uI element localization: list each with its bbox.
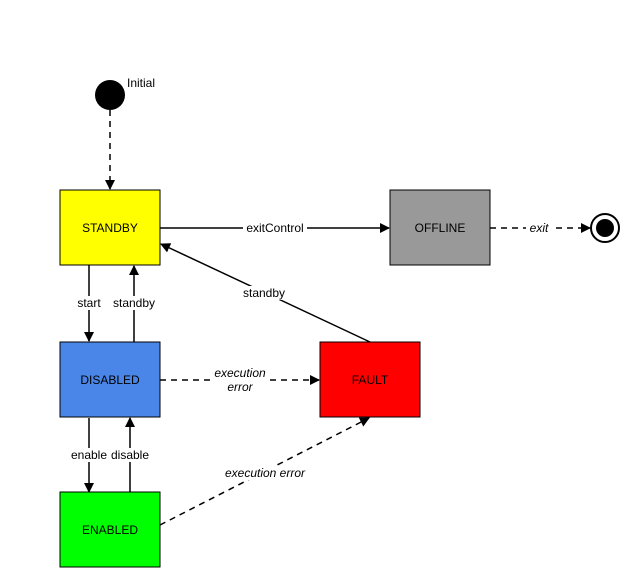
edge-disabled-to-standby: standby [112, 265, 158, 342]
offline-state-label: OFFLINE [415, 221, 466, 235]
edge-enabled-to-fault: execution error [159, 417, 370, 526]
standby-state-label: STANDBY [82, 221, 138, 235]
fault-state-label: FAULT [352, 373, 389, 387]
initial-label: Initial [127, 76, 155, 90]
execution-error-label-line1: execution [214, 366, 266, 380]
standby-from-fault-label: standby [243, 286, 285, 300]
state-fault: FAULT [319, 341, 421, 418]
enabled-state-label: ENABLED [82, 523, 138, 537]
enable-label: enable [71, 448, 107, 462]
standby-from-disabled-label: standby [113, 296, 155, 310]
state-disabled: DISABLED [59, 341, 161, 418]
disabled-state-label: DISABLED [80, 373, 140, 387]
edge-exit: exit [490, 221, 591, 235]
edge-disable: disable [110, 417, 152, 492]
initial-state: Initial [95, 76, 155, 110]
exitcontrol-label: exitControl [246, 221, 303, 235]
edge-disabled-to-fault: execution error [160, 366, 320, 394]
state-offline: OFFLINE [389, 189, 491, 266]
exit-label: exit [530, 221, 549, 235]
state-standby: STANDBY [59, 189, 161, 266]
disable-label: disable [111, 448, 149, 462]
edge-enable: enable [68, 418, 110, 493]
execution-error-label-line2: error [227, 380, 253, 394]
state-enabled: ENABLED [59, 491, 161, 568]
edge-start: start [74, 265, 104, 342]
start-label: start [77, 296, 101, 310]
edge-exitcontrol: exitControl [160, 221, 390, 235]
final-state [590, 213, 620, 243]
execution-error-enabled-label: execution error [225, 466, 306, 480]
edge-fault-to-standby: standby [160, 243, 371, 343]
